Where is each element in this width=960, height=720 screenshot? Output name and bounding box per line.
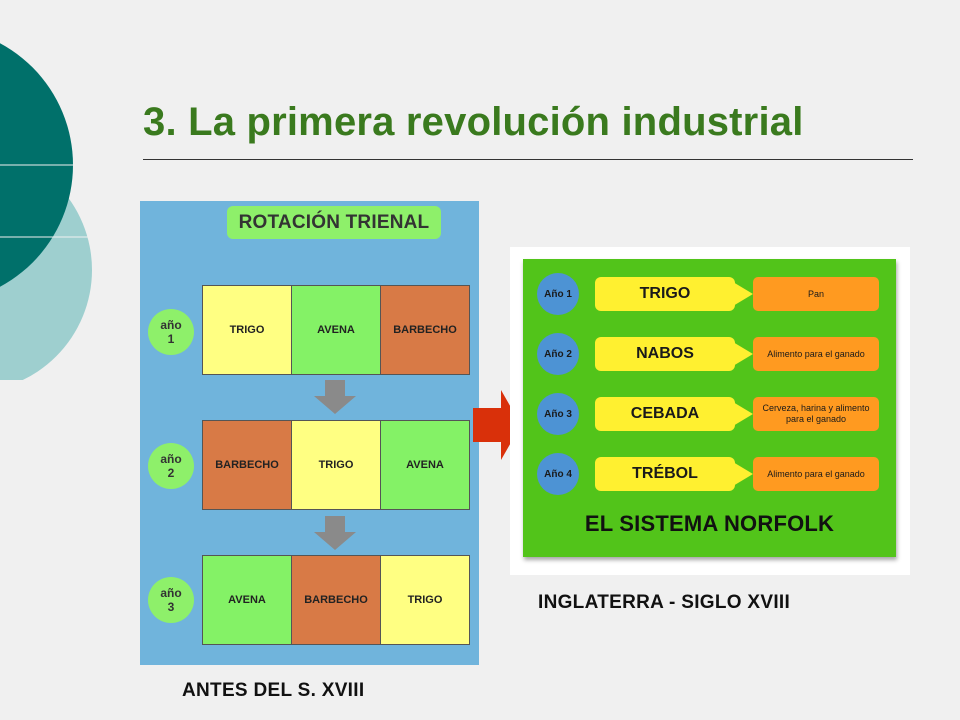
right-arrow-icon — [473, 390, 521, 460]
field-cell: BARBECHO — [292, 556, 381, 644]
decorative-circles — [0, 43, 92, 380]
norfolk-use: Pan — [753, 277, 879, 311]
rotation-row-3: AVENA BARBECHO TRIGO — [202, 555, 470, 645]
down-arrow-icon — [314, 380, 356, 414]
trienal-title: ROTACIÓN TRIENAL — [227, 206, 441, 239]
year-label: año — [160, 318, 182, 332]
year-number: 1 — [167, 332, 175, 346]
rotation-row-1: TRIGO AVENA BARBECHO — [202, 285, 470, 375]
norfolk-crop: TRÉBOL — [595, 457, 735, 491]
chevron-right-icon — [733, 402, 753, 426]
norfolk-row-4: Año 4 TRÉBOL Alimento para el ganado — [537, 453, 882, 495]
year-label: año — [160, 452, 182, 466]
norfolk-row-3: Año 3 CEBADA Cerveza, harina y alimento … — [537, 393, 882, 435]
field-cell: TRIGO — [292, 421, 381, 509]
norfolk-year-badge: Año 1 — [537, 273, 579, 315]
field-cell: TRIGO — [381, 556, 469, 644]
norfolk-year-badge: Año 4 — [537, 453, 579, 495]
year-number: 3 — [167, 600, 175, 614]
norfolk-title: EL SISTEMA NORFOLK — [584, 511, 835, 536]
norfolk-use: Alimento para el ganado — [753, 337, 879, 371]
field-cell: BARBECHO — [381, 286, 469, 374]
field-cell: AVENA — [203, 556, 292, 644]
chevron-right-icon — [733, 342, 753, 366]
norfolk-row-2: Año 2 NABOS Alimento para el ganado — [537, 333, 882, 375]
norfolk-crop: CEBADA — [595, 397, 735, 431]
field-cell: BARBECHO — [203, 421, 292, 509]
norfolk-crop: NABOS — [595, 337, 735, 371]
field-cell: TRIGO — [203, 286, 292, 374]
title-underline — [143, 159, 913, 160]
norfolk-use: Alimento para el ganado — [753, 457, 879, 491]
chevron-right-icon — [733, 282, 753, 306]
slide-title: 3. La primera revolución industrial — [143, 100, 804, 144]
norfolk-caption: INGLATERRA - SIGLO XVIII — [538, 592, 791, 613]
year-label: año — [160, 586, 182, 600]
chevron-right-icon — [733, 462, 753, 486]
norfolk-diagram-frame: Año 1 TRIGO Pan Año 2 NABOS Alimento par… — [510, 247, 910, 575]
norfolk-crop: TRIGO — [595, 277, 735, 311]
norfolk-row-1: Año 1 TRIGO Pan — [537, 273, 882, 315]
norfolk-year-badge: Año 3 — [537, 393, 579, 435]
down-arrow-icon — [314, 516, 356, 550]
norfolk-use: Cerveza, harina y alimento para el ganad… — [753, 397, 879, 431]
field-cell: AVENA — [292, 286, 381, 374]
year-number: 2 — [167, 466, 175, 480]
trienal-caption: ANTES DEL S. XVIII — [182, 680, 365, 701]
norfolk-diagram: Año 1 TRIGO Pan Año 2 NABOS Alimento par… — [523, 259, 896, 557]
norfolk-year-badge: Año 2 — [537, 333, 579, 375]
field-cell: AVENA — [381, 421, 469, 509]
rotation-row-2: BARBECHO TRIGO AVENA — [202, 420, 470, 510]
